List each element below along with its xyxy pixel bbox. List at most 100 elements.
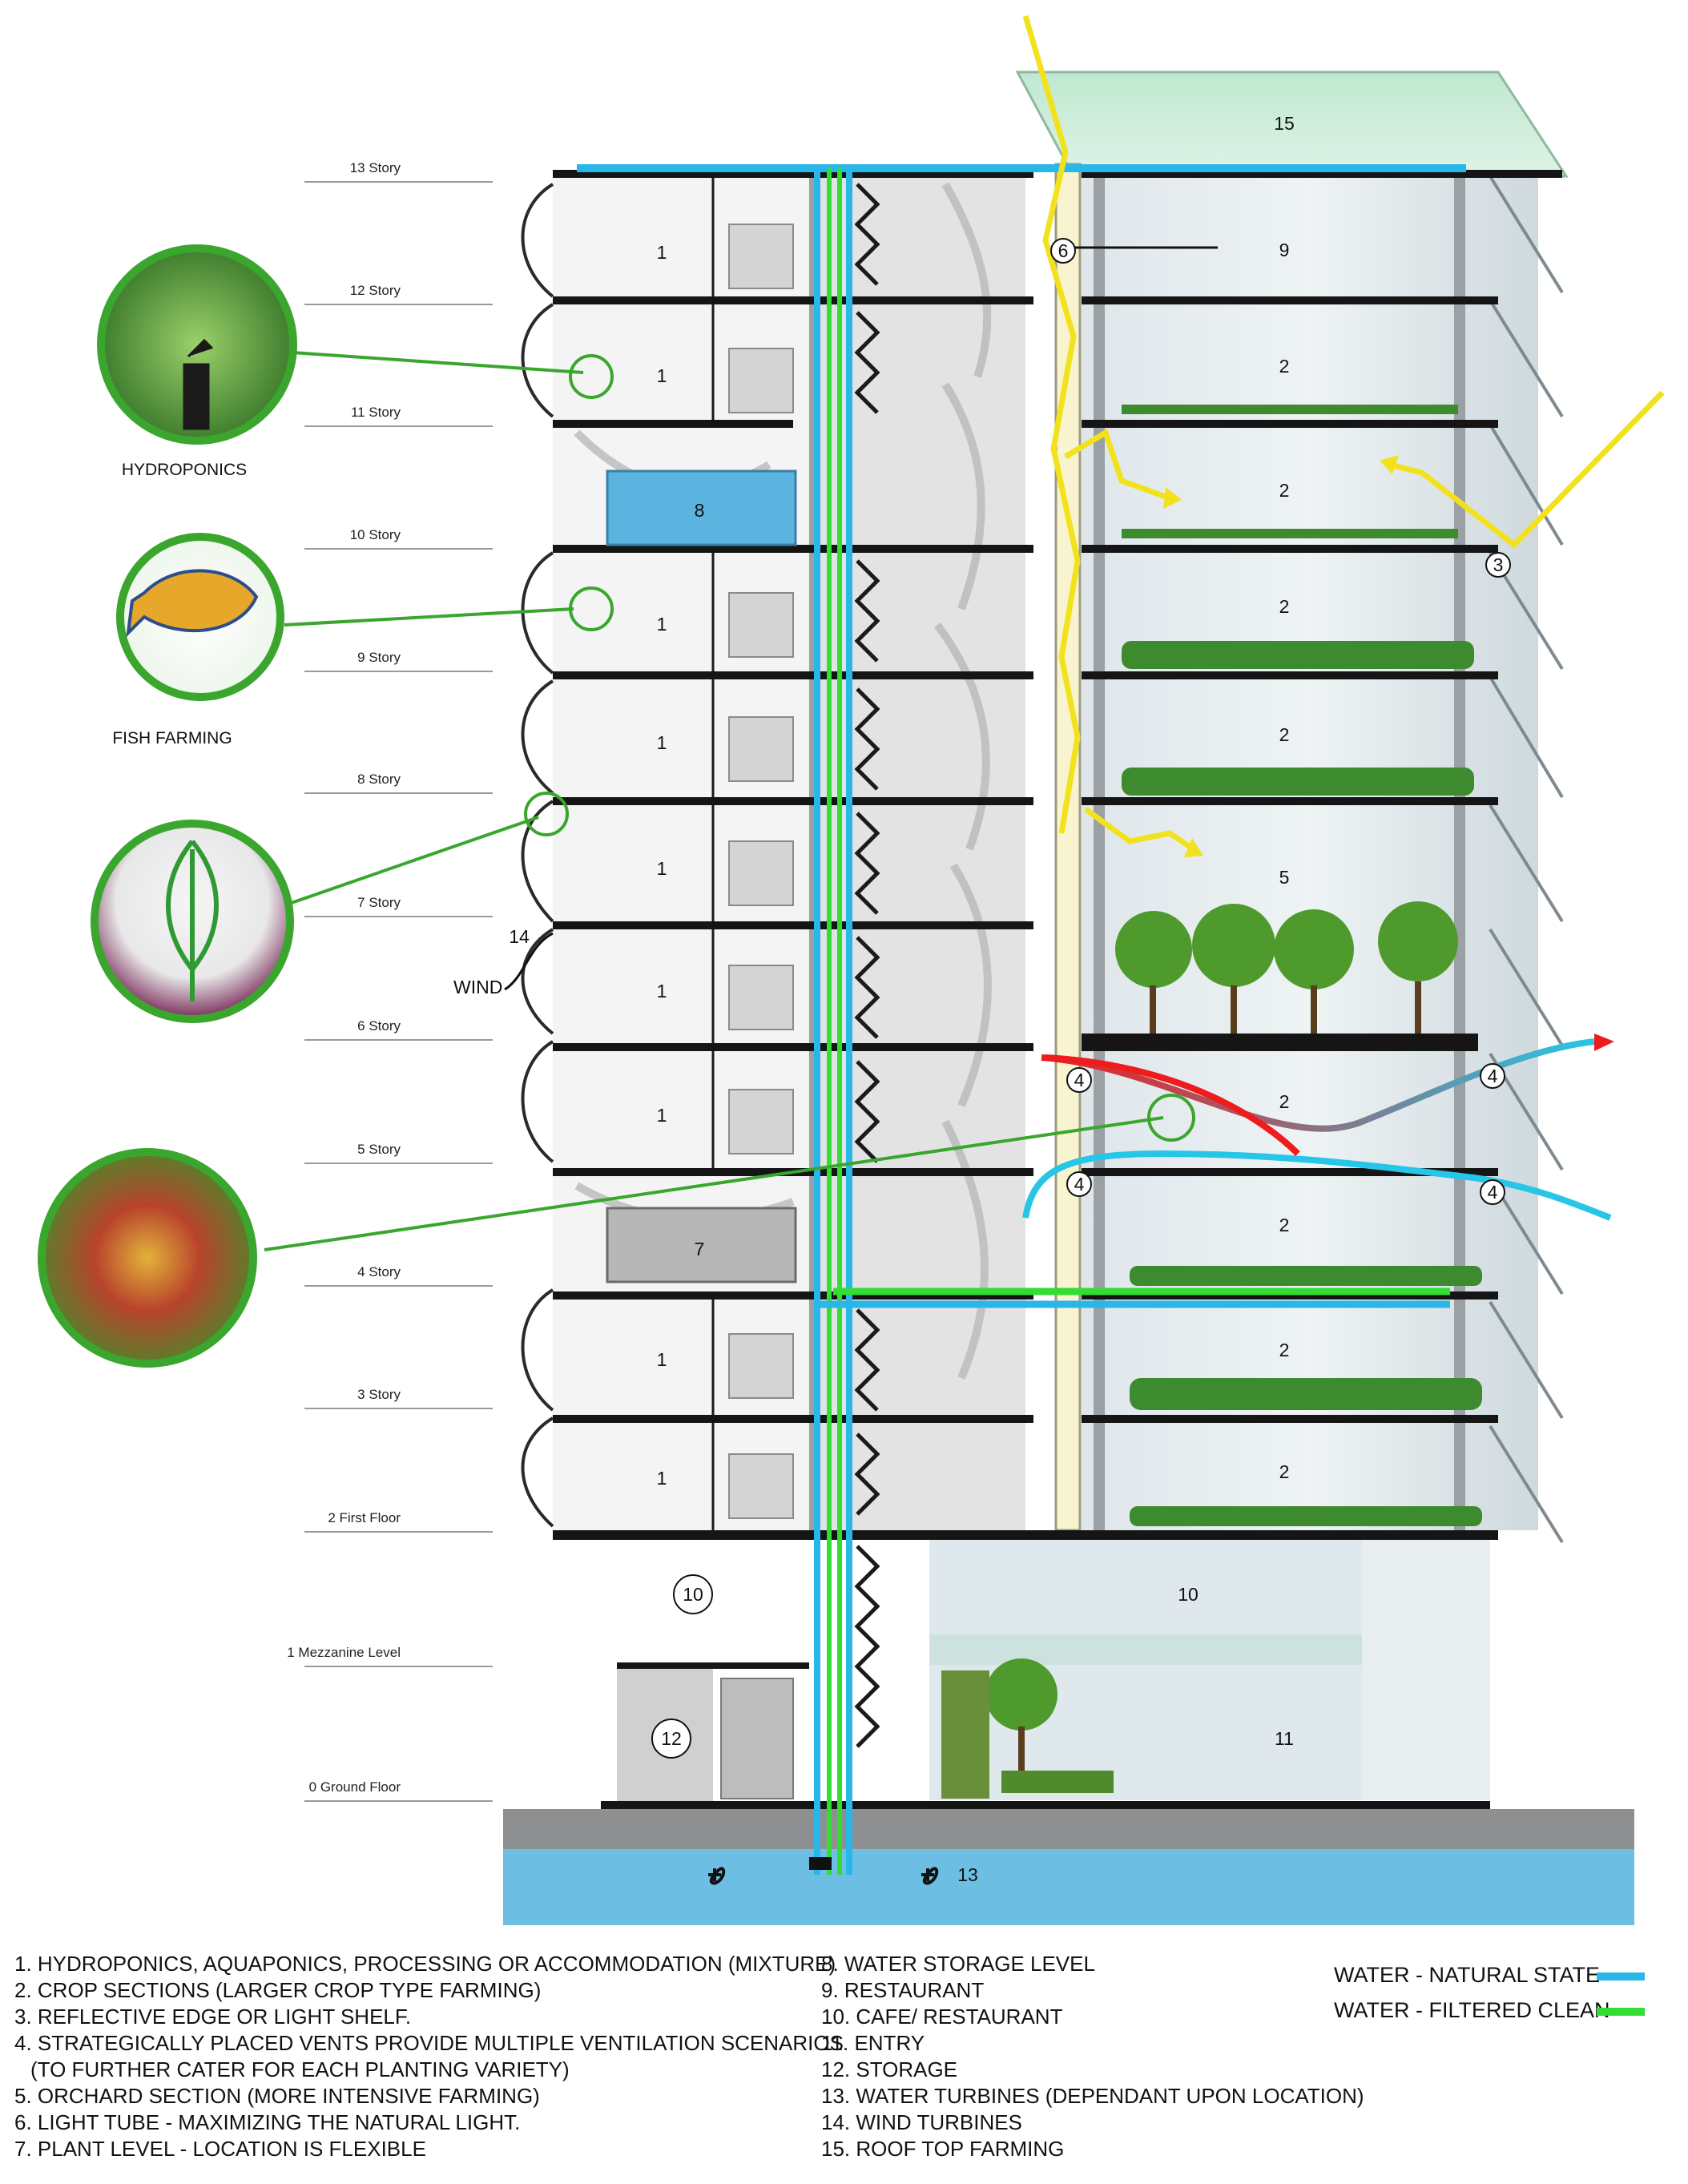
legend-right-item: 8. WATER STORAGE LEVEL <box>821 1952 1095 1976</box>
turbine-pump <box>809 1857 832 1870</box>
marker-4-d-ring <box>1480 1179 1505 1205</box>
marker-2-e: 2 <box>1279 1091 1290 1112</box>
numbered-markers: 15 9 6 1 1 2 2 8 3 1 2 1 2 1 5 14 1 1 4 … <box>509 113 1511 1885</box>
wind-arrow-icon <box>504 932 554 991</box>
marker-12: 12 <box>661 1728 682 1749</box>
marker-4-a-ring <box>1066 1067 1092 1093</box>
hydroponics-bubble <box>97 244 297 445</box>
marker-12-ring <box>651 1719 691 1759</box>
water-pipes <box>577 164 1466 1875</box>
floor-label-1: 1 Mezzanine Level <box>287 1645 401 1660</box>
water-filtered-key-label: WATER - FILTERED CLEAN <box>1334 1998 1610 2022</box>
marker-4-b-ring <box>1480 1063 1505 1089</box>
elevator-door <box>720 1678 794 1799</box>
marker-9: 9 <box>1279 240 1290 260</box>
produce-target-ring <box>1147 1094 1195 1142</box>
legend-right-item: 15. ROOF TOP FARMING <box>821 2137 1065 2161</box>
floor-label-0: 0 Ground Floor <box>309 1779 401 1795</box>
ground-lobby <box>929 1540 1362 1800</box>
marker-3-ring <box>1485 552 1511 578</box>
hydroponics-target-ring <box>569 354 614 399</box>
marker-1-h: 1 <box>657 1349 667 1370</box>
plant-level-room <box>606 1207 797 1283</box>
crop-wing-glass <box>1082 160 1538 1530</box>
roof-greenhouse <box>1015 71 1569 178</box>
legend-left-item: 7. PLANT LEVEL - LOCATION IS FLEXIBLE <box>14 2137 426 2161</box>
fish-farming-label: FISH FARMING <box>112 729 232 747</box>
produce-leader-line <box>264 1116 1164 1251</box>
legend-left-item: 6. LIGHT TUBE - MAXIMIZING THE NATURAL L… <box>14 2110 521 2134</box>
crop-plantings <box>1122 405 1482 1526</box>
marker-2-c: 2 <box>1279 596 1290 617</box>
legend-right-item: 11. ENTRY <box>821 2031 925 2055</box>
legend-right-item: 10. CAFE/ RESTAURANT <box>821 2005 1063 2029</box>
marker-11: 11 <box>1275 1728 1294 1749</box>
legend-left-item: 5. ORCHARD SECTION (MORE INTENSIVE FARMI… <box>14 2084 540 2108</box>
marker-1-d: 1 <box>657 732 667 753</box>
marker-4-b: 4 <box>1488 1066 1498 1086</box>
legend-left: 1. HYDROPONICS, AQUAPONICS, PROCESSING O… <box>14 1951 844 2162</box>
marker-2-g: 2 <box>1279 1340 1290 1360</box>
marker-2-b: 2 <box>1279 480 1290 501</box>
marker-13: 13 <box>957 1864 978 1885</box>
marker-10-b: 10 <box>1178 1584 1199 1605</box>
floor-label-10: 10 Story <box>350 527 401 542</box>
floor-label-5: 5 Story <box>357 1142 401 1157</box>
entry-atrium <box>1362 1540 1490 1800</box>
marker-2-h: 2 <box>1279 1461 1290 1482</box>
legend-right-item: 12. STORAGE <box>821 2057 958 2081</box>
produce-bubble <box>38 1148 257 1368</box>
floor-label-7: 7 Story <box>357 895 401 910</box>
turbine-target-ring <box>524 792 569 836</box>
marker-1-i: 1 <box>657 1468 667 1489</box>
ventilation-flow <box>1022 1038 1612 1221</box>
columns <box>809 176 1465 1530</box>
marker-1-g: 1 <box>657 1105 667 1126</box>
callouts: HYDROPONICS FISH FARMING WIND <box>38 244 1195 1368</box>
floor-label-13: 13 Story <box>350 160 401 175</box>
hot-air-arrowhead <box>1594 1034 1614 1051</box>
floor-label-11: 11 Story <box>351 405 401 420</box>
floor-label-2: 2 First Floor <box>328 1510 401 1525</box>
hydroponics-sprayer-icon <box>183 338 214 430</box>
marker-4-d: 4 <box>1488 1182 1498 1203</box>
water-turbine-icons <box>708 1867 939 1885</box>
sunlight-arrowheads <box>1163 455 1399 857</box>
turbine-leader-line <box>284 816 539 907</box>
ground-plinth <box>503 1809 1634 1849</box>
hydroponics-leader-line <box>292 351 584 374</box>
floor-label-8: 8 Story <box>357 772 401 787</box>
building-section <box>503 71 1634 1925</box>
hydroponics-label: HYDROPONICS <box>122 461 247 479</box>
marker-4-c: 4 <box>1074 1174 1085 1195</box>
floor-label-3: 3 Story <box>357 1387 401 1402</box>
orchard-trees <box>941 901 1458 1799</box>
water-filtered-key-swatch <box>1597 2008 1645 2016</box>
marker-2-a: 2 <box>1279 356 1290 377</box>
marker-2-d: 2 <box>1279 724 1290 745</box>
marker-4-a: 4 <box>1074 1070 1085 1090</box>
wind-turbine-icon <box>166 840 219 1001</box>
floor-slabs <box>553 170 1562 1811</box>
water-natural-key-swatch <box>1597 1972 1645 1981</box>
marker-2-f: 2 <box>1279 1215 1290 1235</box>
marker-7: 7 <box>695 1239 705 1259</box>
sunlight-paths <box>1022 15 1665 852</box>
legend-left-item: 2. CROP SECTIONS (LARGER CROP TYPE FARMI… <box>14 1978 542 2002</box>
marker-3: 3 <box>1493 554 1504 575</box>
marker-6-ring <box>1050 238 1076 264</box>
marker-8: 8 <box>695 500 705 521</box>
legend-right-item: 13. WATER TURBINES (DEPENDANT UPON LOCAT… <box>821 2084 1364 2108</box>
legend-left-item: 3. REFLECTIVE EDGE OR LIGHT SHELF. <box>14 2005 412 2029</box>
water-storage-tank <box>606 469 797 546</box>
water-natural-key-label: WATER - NATURAL STATE <box>1334 1963 1601 1987</box>
legend-right-item: 14. WIND TURBINES <box>821 2110 1022 2134</box>
marker-5: 5 <box>1279 867 1290 888</box>
marker-10-a-ring <box>673 1574 713 1614</box>
marker-4-c-ring <box>1066 1171 1092 1197</box>
shelving-grilles <box>728 224 794 1519</box>
legend-left-item: 1. HYDROPONICS, AQUAPONICS, PROCESSING O… <box>14 1952 836 1976</box>
